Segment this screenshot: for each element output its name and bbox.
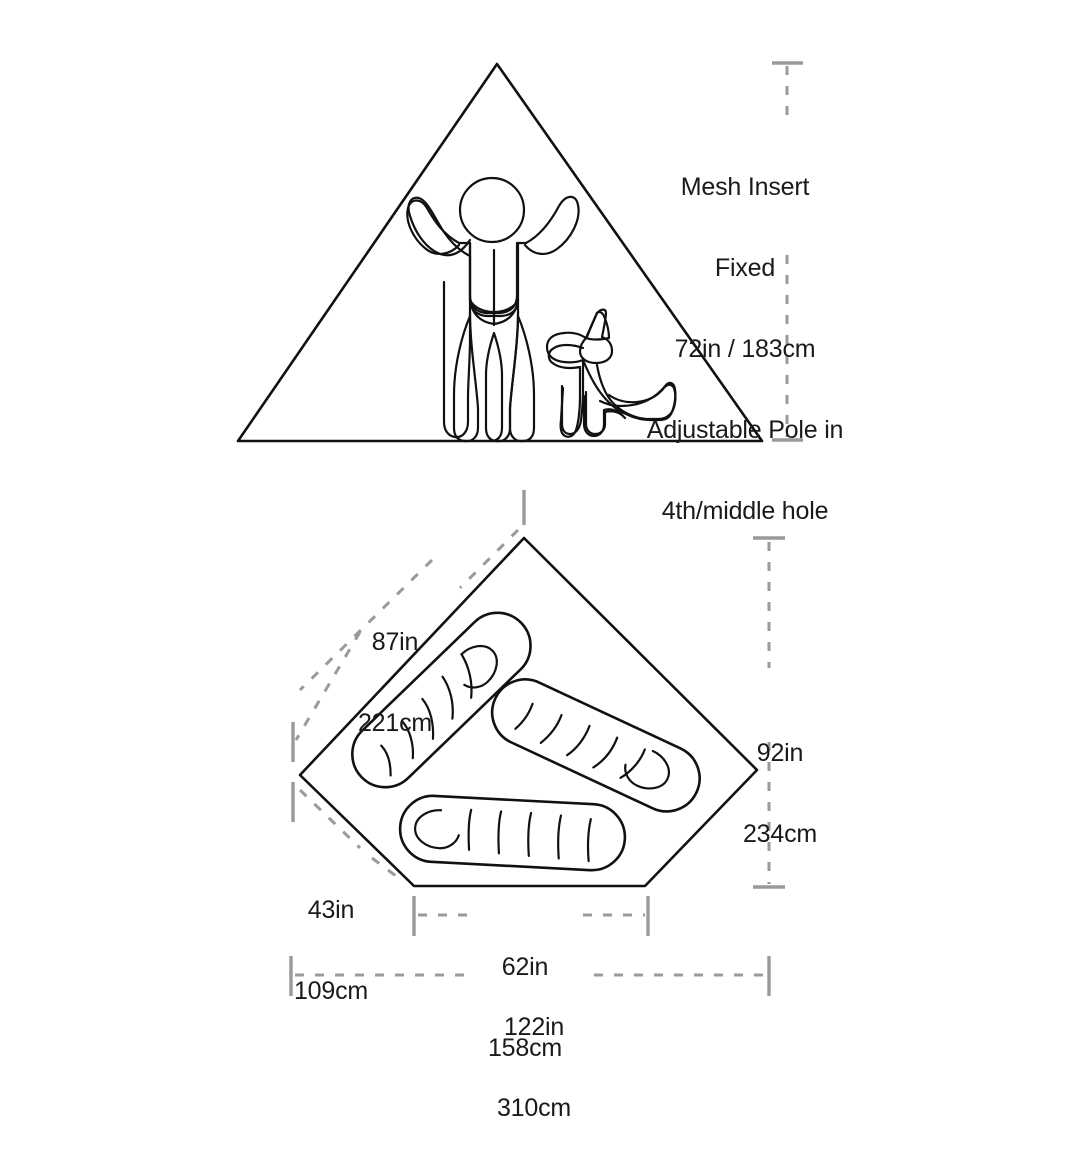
sleeping-pad-3 bbox=[398, 794, 627, 872]
person-hip-curve bbox=[468, 298, 520, 313]
sleeping-pad-1-quilting bbox=[380, 654, 473, 777]
side-dimension-43in bbox=[291, 782, 405, 884]
front-width-dimension-62in bbox=[412, 896, 650, 936]
mesh-note-line-1: Mesh Insert bbox=[680, 173, 810, 201]
front-elevation-group bbox=[236, 61, 803, 443]
mesh-note-line-3: 72in / 183cm bbox=[674, 335, 816, 363]
person-body-outline bbox=[407, 196, 472, 439]
dimension-label-diagonal: 87in 221cm bbox=[340, 575, 450, 791]
dimension-label-rear-side: 43in 109cm bbox=[272, 843, 390, 1059]
diagonal-dimension-87in bbox=[291, 490, 526, 762]
front-width-inches: 62in bbox=[501, 953, 549, 981]
rear-side-cm: 109cm bbox=[293, 977, 369, 1005]
total-width-dimension-122in bbox=[289, 956, 771, 996]
diagonal-cm: 221cm bbox=[357, 709, 433, 737]
mesh-note-line-5: 4th/middle hole bbox=[661, 497, 829, 525]
tent-dimension-diagram: Mesh Insert Fixed 72in / 183cm Adjustabl… bbox=[236, 61, 860, 1122]
floor-plan-group bbox=[289, 490, 785, 996]
sleeping-pad-1 bbox=[351, 611, 532, 789]
person-figure bbox=[406, 176, 580, 443]
depth-inches: 92in bbox=[756, 739, 804, 767]
total-width-inches: 122in bbox=[503, 1013, 565, 1041]
dog-figure bbox=[545, 308, 677, 438]
dog-head bbox=[578, 308, 614, 365]
person-silhouette bbox=[406, 195, 580, 315]
rear-side-inches: 43in bbox=[307, 896, 355, 924]
person-legs bbox=[468, 298, 520, 443]
mesh-note-line-2: Fixed bbox=[714, 254, 776, 282]
dimension-label-depth: 92in 234cm bbox=[725, 686, 835, 902]
person-leg-left bbox=[452, 310, 480, 443]
sleeping-pad-1-outer bbox=[351, 611, 532, 789]
floor-plan-outline bbox=[298, 536, 759, 888]
mesh-note-line-4: Adjustable Pole in bbox=[646, 416, 844, 444]
sleeping-pad-3-quilting bbox=[467, 808, 592, 863]
elevation-height-dimension bbox=[772, 61, 803, 442]
depth-dimension-92in bbox=[753, 536, 785, 889]
mesh-insert-note: Mesh Insert Fixed 72in / 183cm Adjustabl… bbox=[630, 120, 860, 579]
sleeping-pad-2-outer bbox=[490, 678, 701, 813]
depth-cm: 234cm bbox=[742, 820, 818, 848]
sleeping-pad-3-outer bbox=[398, 794, 627, 872]
dimension-label-front-width: 62in 158cm bbox=[470, 900, 580, 1116]
sleeping-pad-1-hood bbox=[460, 644, 498, 689]
diagram-canvas bbox=[236, 61, 803, 996]
sleeping-pad-2 bbox=[490, 678, 701, 813]
dog-body bbox=[547, 343, 677, 438]
sleeping-pad-2-hood bbox=[624, 749, 670, 790]
person-leg-right bbox=[508, 310, 536, 443]
sleeping-pad-3-hood bbox=[414, 809, 460, 850]
total-width-cm: 310cm bbox=[496, 1094, 572, 1122]
dimension-label-total-width: 122in 310cm bbox=[475, 960, 593, 1176]
person-head-icon bbox=[458, 176, 526, 244]
front-width-cm: 158cm bbox=[487, 1034, 563, 1062]
diagonal-inches: 87in bbox=[371, 628, 419, 656]
sleeping-pad-2-quilting bbox=[514, 702, 646, 779]
